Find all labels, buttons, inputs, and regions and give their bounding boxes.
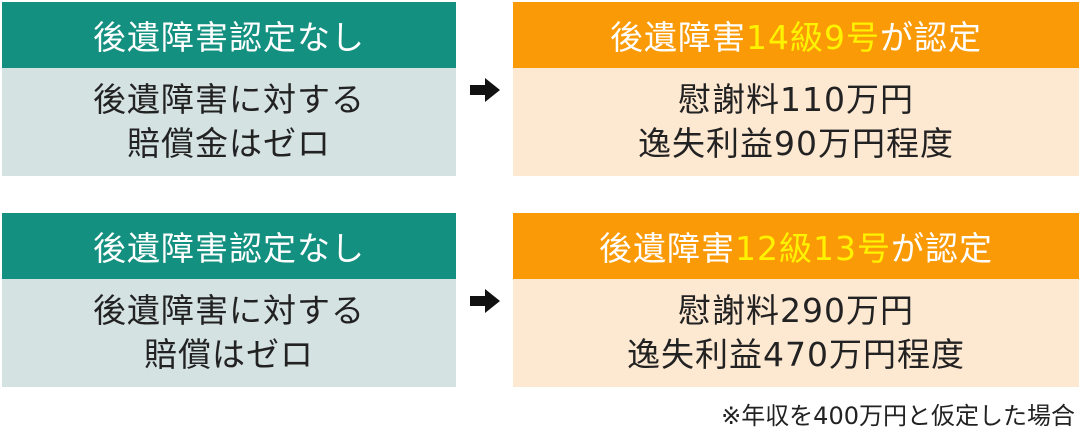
certified-header-prefix: 後遺障害 [599,229,735,268]
certified-header-prefix: 後遺障害 [610,18,746,57]
no-certification-body: 後遺障害に対する 賠償金はゼロ [2,68,456,176]
lost-earnings-line: 逸失利益90万円程度 [638,124,954,163]
no-certification-header: 後遺障害認定なし [2,213,456,279]
no-certification-box: 後遺障害認定なし 後遺障害に対する 賠償金はゼロ [2,2,456,176]
consolation-money-line: 慰謝料290万円 [678,291,914,330]
no-certification-line-1: 後遺障害に対する [93,80,365,119]
no-certification-line-2: 賠償はゼロ [144,335,314,374]
footnote: ※年収を400万円と仮定した場合 [721,402,1075,430]
no-certification-line-1: 後遺障害に対する [93,291,365,330]
no-certification-line-2: 賠償金はゼロ [127,124,331,163]
certified-body: 慰謝料110万円 逸失利益90万円程度 [513,68,1079,176]
right-arrow-icon [470,289,500,313]
no-certification-box: 後遺障害認定なし 後遺障害に対する 賠償はゼロ [2,213,456,387]
certified-header-suffix: が認定 [880,18,982,57]
right-arrow-icon [470,78,500,102]
consolation-money-line: 慰謝料110万円 [678,80,914,119]
no-certification-header: 後遺障害認定なし [2,2,456,68]
no-certification-body: 後遺障害に対する 賠償はゼロ [2,279,456,387]
certified-grade: 14級9号 [746,18,880,57]
certified-body: 慰謝料290万円 逸失利益470万円程度 [513,279,1079,387]
certified-header-suffix: が認定 [890,229,993,268]
certified-grade: 12級13号 [735,229,891,268]
lost-earnings-line: 逸失利益470万円程度 [627,335,965,374]
